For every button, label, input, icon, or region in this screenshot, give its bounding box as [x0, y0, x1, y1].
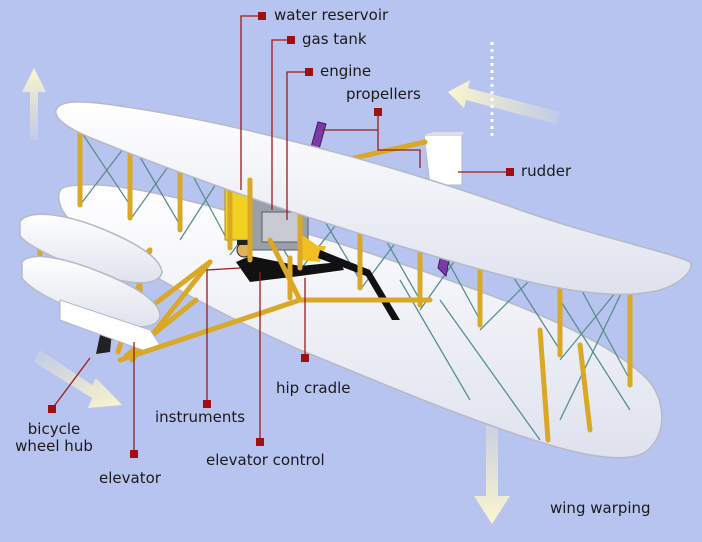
marker-elevator-control — [256, 438, 264, 446]
label-hip-cradle: hip cradle — [276, 379, 351, 397]
label-bicycle-wheel-hub-line1: bicycle — [27, 420, 81, 438]
elevator-shape — [19, 213, 163, 353]
label-engine: engine — [320, 62, 372, 80]
label-elevator: elevator — [99, 469, 161, 487]
label-propellers: propellers — [346, 85, 421, 103]
label-bicycle-wheel-hub: bicycle wheel hub — [8, 421, 100, 455]
marker-hip-cradle — [301, 354, 309, 362]
label-water-reservoir: water reservoir — [274, 6, 389, 24]
propeller-wind-arrow-icon — [448, 80, 560, 124]
marker-rudder — [506, 168, 514, 176]
bicycle-hub-arrow-icon — [34, 350, 122, 408]
marker-bicycle-wheel-hub — [48, 405, 56, 413]
label-gas-tank: gas tank — [302, 30, 367, 48]
upper-wing-struts — [247, 177, 293, 301]
skid — [117, 297, 303, 363]
rudder-shape — [423, 132, 464, 186]
down-arrow-icon — [474, 404, 510, 524]
marker-elevator — [130, 450, 138, 458]
marker-engine — [305, 68, 313, 76]
label-rudder: rudder — [521, 162, 572, 180]
label-wing-warping: wing warping — [550, 499, 651, 517]
label-bicycle-wheel-hub-line2: wheel hub — [15, 437, 93, 455]
marker-water-reservoir — [258, 12, 266, 20]
label-instruments: instruments — [155, 408, 246, 426]
marker-gas-tank — [287, 36, 295, 44]
marker-instruments — [203, 400, 211, 408]
label-markers — [48, 12, 514, 458]
motion-arrows — [22, 42, 560, 524]
label-elevator-control: elevator control — [206, 451, 325, 469]
up-arrow-icon — [22, 68, 46, 140]
upper-wing — [55, 101, 692, 296]
marker-propellers — [374, 108, 382, 116]
leader-lines — [51, 15, 510, 454]
